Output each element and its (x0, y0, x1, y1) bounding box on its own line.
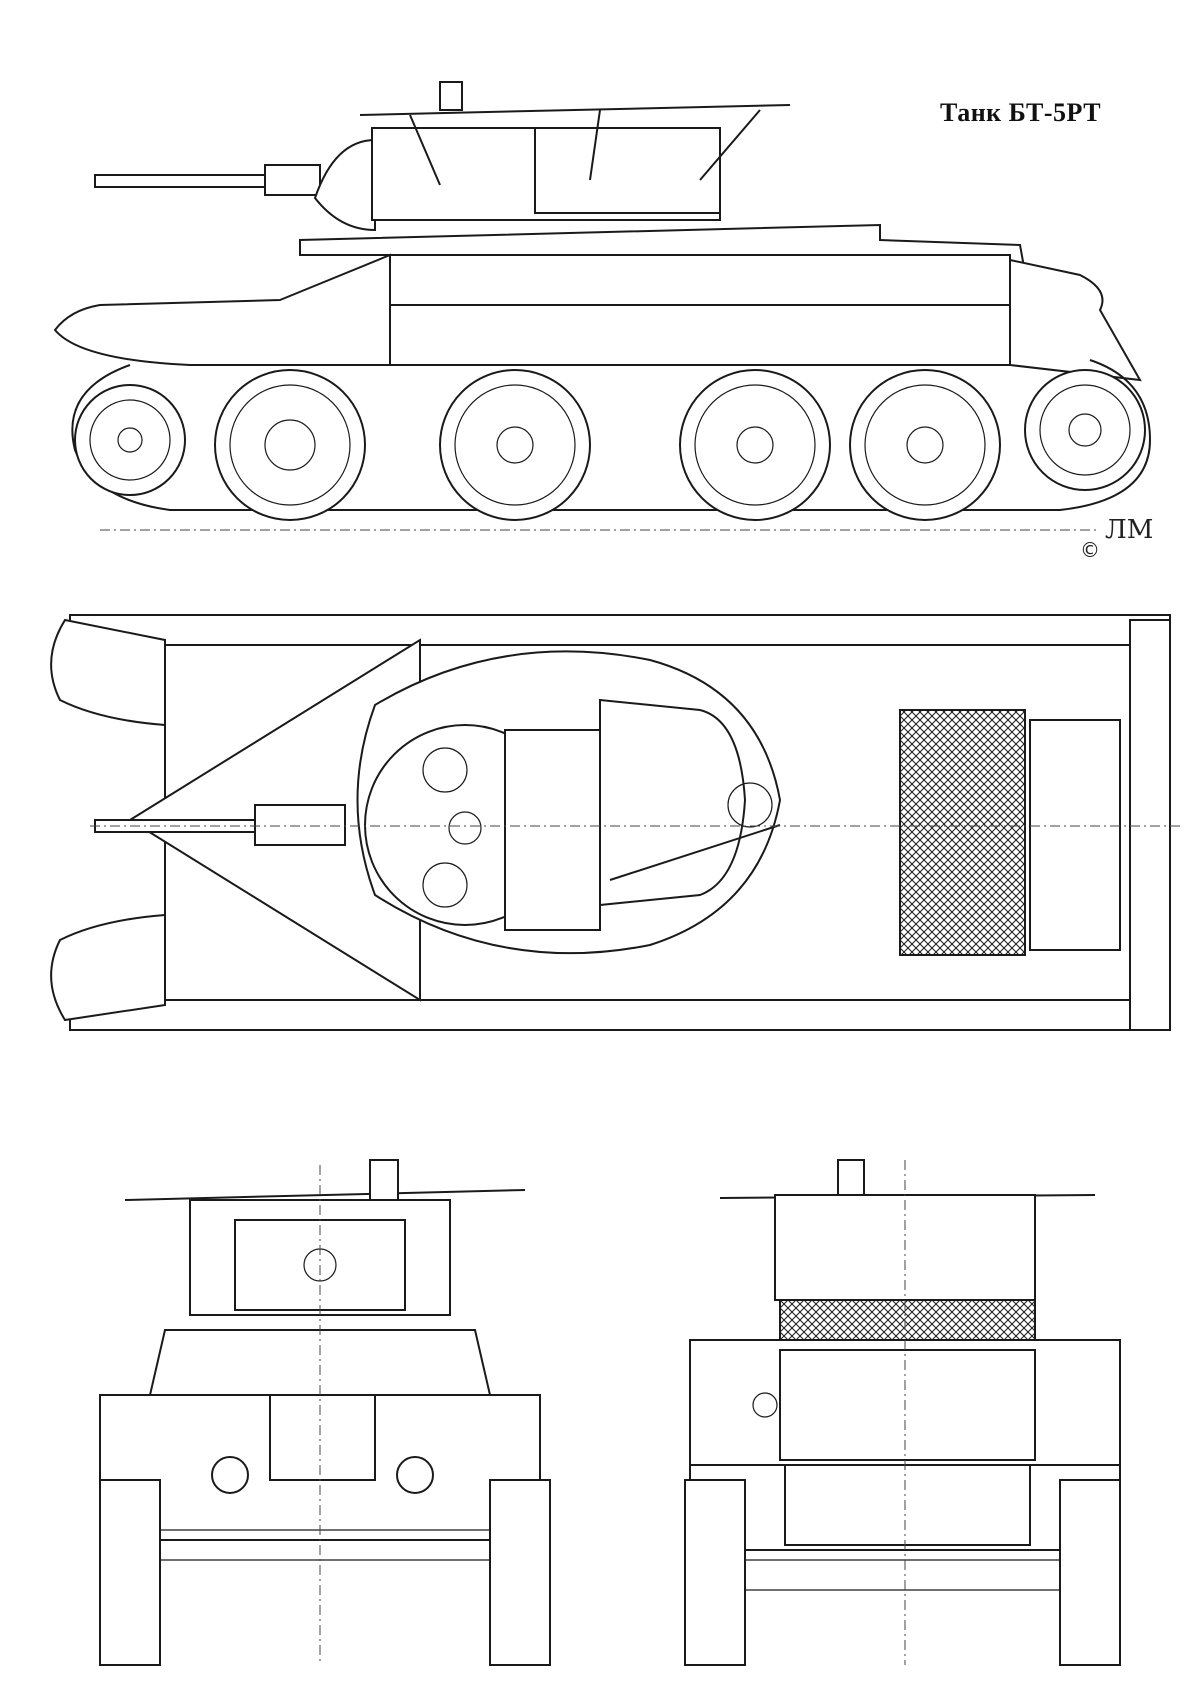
copyright-mark: © (1080, 538, 1100, 562)
rear-view (684, 1159, 1121, 1666)
author-signature: ЛМ (1105, 515, 1154, 545)
side-hull-upper (389, 254, 1011, 306)
top-turret-rear (599, 698, 747, 907)
side-periscope (439, 81, 463, 111)
side-road-wheel-2 (439, 369, 591, 521)
side-mantlet-housing (313, 138, 376, 232)
front-track-right (489, 1479, 551, 1666)
top-track-right (69, 999, 1171, 1031)
rear-periscope (837, 1159, 865, 1196)
rear-track-left (684, 1479, 746, 1666)
top-gun-breech (254, 804, 346, 846)
side-road-wheels (214, 369, 1001, 521)
top-track-left (69, 614, 1171, 646)
top-hull-rear-plate (1129, 619, 1171, 1031)
top-periscope-1 (422, 747, 468, 793)
side-idler-wheel (74, 384, 186, 496)
front-headlight-left (211, 1456, 249, 1494)
side-hull-lower (389, 304, 1011, 366)
side-hull-front (53, 253, 391, 366)
top-hatch (504, 729, 601, 931)
front-headlight-right (396, 1456, 434, 1494)
drawing-title: Танк БТ-5РТ (940, 98, 1102, 127)
side-turret-rear (534, 127, 721, 214)
front-view (99, 1159, 551, 1666)
side-hull-rear (1009, 258, 1142, 382)
side-antenna-rail (359, 104, 791, 116)
top-view (50, 614, 1180, 1031)
rear-track-right (1059, 1479, 1121, 1666)
front-antenna-rail (124, 1189, 526, 1201)
side-road-wheel-4 (849, 369, 1001, 521)
side-drive-sprocket (1024, 369, 1146, 491)
side-view (53, 81, 1152, 531)
side-road-wheel-1 (214, 369, 366, 521)
top-fender-front-right (50, 913, 166, 1022)
front-periscope (369, 1159, 399, 1201)
side-gun-mantlet (264, 164, 321, 196)
top-engine-grille (899, 709, 1026, 956)
top-rear-deck (1029, 719, 1121, 951)
rear-light (752, 1392, 778, 1418)
top-fender-front-left (50, 618, 166, 727)
front-track-left (99, 1479, 161, 1666)
side-track (71, 359, 1152, 511)
side-road-wheel-3 (679, 369, 831, 521)
front-driver-hatch (269, 1394, 376, 1481)
side-gun-barrel (94, 174, 271, 188)
side-antenna-struts (409, 109, 761, 186)
top-antenna (609, 824, 781, 881)
top-periscope-2 (422, 862, 468, 908)
rear-plate (779, 1349, 1036, 1461)
rear-exhaust-box (784, 1464, 1031, 1546)
rear-engine-grille (779, 1299, 1036, 1341)
